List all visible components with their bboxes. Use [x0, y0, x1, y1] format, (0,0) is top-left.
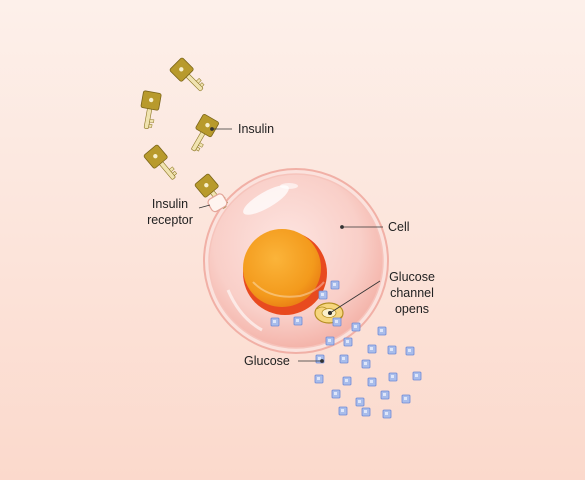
cell-leader-dot	[340, 225, 344, 229]
glucose-cube-icon	[318, 290, 328, 300]
receptor-leader	[198, 204, 211, 209]
channel-leader-dot	[328, 311, 332, 315]
insulin-key-icon	[142, 143, 182, 185]
glucose-channel-label-line1: Glucose	[389, 270, 435, 284]
glucose-cube-icon	[367, 344, 377, 354]
glucose-cube-icon	[355, 397, 365, 407]
glucose-cube-icon	[361, 407, 371, 417]
glucose-channel-label-line2: channel	[390, 286, 434, 300]
glucose-label: Glucose	[244, 354, 290, 368]
leader-lines	[198, 127, 383, 363]
insulin-receptor-label-line1: Insulin	[151, 197, 189, 211]
glucose-cube-icon	[331, 389, 341, 399]
glucose-cube-icon	[270, 317, 280, 327]
glucose-cube-icon	[330, 280, 340, 290]
glucose-cube-icon	[412, 371, 422, 381]
cell-label: Cell	[388, 220, 410, 234]
insulin-receptor-label-line2: receptor	[147, 213, 193, 227]
nucleus	[243, 229, 327, 315]
glucose-cube-icon	[325, 336, 335, 346]
glucose-cube-icon	[342, 376, 352, 386]
glucose-cube-icon	[367, 377, 377, 387]
receptor-icon	[207, 193, 228, 213]
glucose-cube-icon	[351, 322, 361, 332]
glucose-cube-icon	[293, 316, 303, 326]
glucose-cube-icon	[361, 359, 371, 369]
glucose-cube-icon	[380, 390, 390, 400]
glucose-cube-icon	[338, 406, 348, 416]
insulin-receptor-label: Insulin receptor	[140, 196, 200, 228]
glucose-cube-icon	[343, 337, 353, 347]
glucose-cube-icon	[401, 394, 411, 404]
glucose-channel-label: Glucose channel opens	[380, 269, 444, 317]
glucose-leader-dot	[320, 359, 324, 363]
channel-leader	[329, 280, 381, 314]
glucose-cube-icon	[332, 317, 342, 327]
glucose-cube-icon	[377, 326, 387, 336]
insulin-label: Insulin	[238, 122, 275, 136]
glucose-cube-icon	[314, 374, 324, 384]
glucose-cube-icon	[382, 409, 392, 419]
insulin-leader-dot	[210, 127, 214, 131]
insulin-key-icon	[184, 113, 220, 156]
glucose-cube-icon	[405, 346, 415, 356]
insulin-key-icon	[168, 56, 209, 97]
insulin-key-icon	[136, 90, 162, 131]
glucose-cube-icon	[387, 345, 397, 355]
glucose-cube-icon	[339, 354, 349, 364]
glucose-channel-label-line3: opens	[394, 302, 430, 316]
glucose-cube-icon	[388, 372, 398, 382]
